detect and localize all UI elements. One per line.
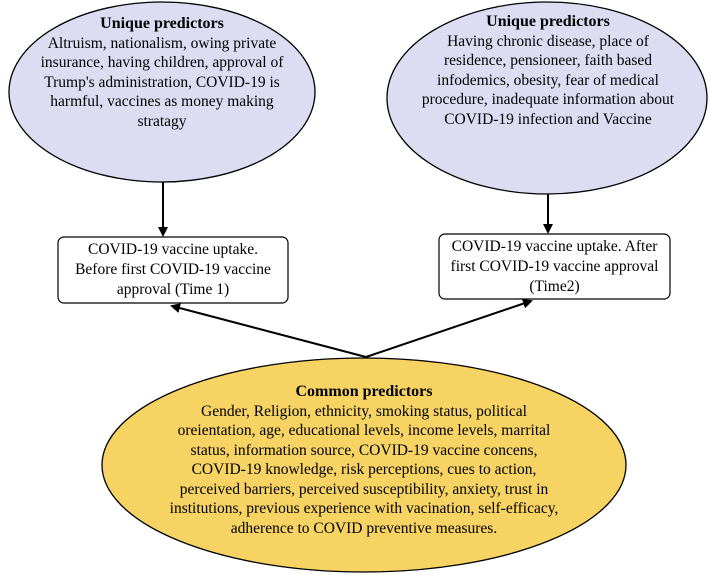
right-box: COVID-19 vaccine uptake. After first COV… — [449, 237, 660, 297]
left-ellipse-body: Altruism, nationalism, owing private ins… — [40, 34, 284, 130]
right-ellipse-body: Having chronic disease, place of residen… — [421, 32, 675, 128]
common-to-right-arrow — [365, 298, 533, 358]
bottom-ellipse: Common predictors Gender, Religion, ethn… — [164, 382, 564, 538]
bottom-ellipse-body: Gender, Religion, ethnicity, smoking sta… — [169, 402, 559, 537]
right-ellipse: Unique predictors Having chronic disease… — [419, 12, 677, 129]
left-box: COVID-19 vaccine uptake. Before first CO… — [68, 240, 278, 300]
left-ellipse-title: Unique predictors — [100, 15, 224, 32]
left-box-shape — [57, 236, 289, 304]
common-to-left-arrow — [170, 303, 367, 358]
right-ellipse-title: Unique predictors — [486, 13, 610, 30]
left-ellipse: Unique predictors Altruism, nationalism,… — [38, 14, 286, 131]
bottom-ellipse-shape — [101, 357, 627, 573]
left-box-text: COVID-19 vaccine uptake. Before first CO… — [75, 241, 271, 298]
right-box-shape — [438, 233, 671, 300]
right-box-text: COVID-19 vaccine uptake. After first COV… — [450, 238, 659, 295]
bottom-ellipse-title: Common predictors — [295, 383, 433, 400]
